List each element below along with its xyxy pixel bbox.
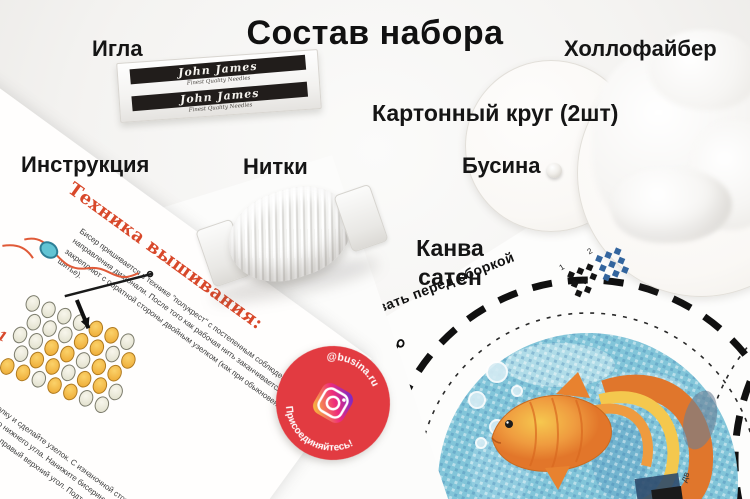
label-bead: Бусина [462, 153, 541, 178]
needle-package: John James Finest Quality Needles John J… [116, 49, 322, 123]
bead-cell [12, 362, 33, 384]
label-cardboard-circles: Картонный круг (2шт) [372, 100, 619, 126]
bead-cell [91, 394, 112, 416]
label-canvas-line1: Канва [416, 235, 484, 261]
hollofiber-puff [612, 168, 732, 243]
bead-cell [60, 381, 80, 403]
label-canvas-line2: сатен [418, 263, 482, 290]
bead-cell [44, 374, 64, 396]
label-canvas: Канва сатен [388, 234, 512, 292]
needle-thread-diagram [2, 237, 154, 329]
hollofiber-puff [648, 30, 750, 110]
page-title: Состав набора [246, 14, 504, 52]
label-threads: Нитки [243, 154, 308, 179]
label-hollofiber: Холлофайбер [564, 36, 717, 61]
bead-cell [75, 387, 96, 409]
bead-cell [9, 324, 30, 346]
label-needle: Игла [92, 36, 143, 61]
instagram-icon [313, 383, 353, 423]
bead-cell [28, 368, 49, 390]
instruction-sheet: Техника вышивания: Бисер пришивается в т… [0, 23, 372, 499]
label-instruction: Инструкция [21, 152, 150, 177]
pearl-bead [547, 163, 562, 178]
